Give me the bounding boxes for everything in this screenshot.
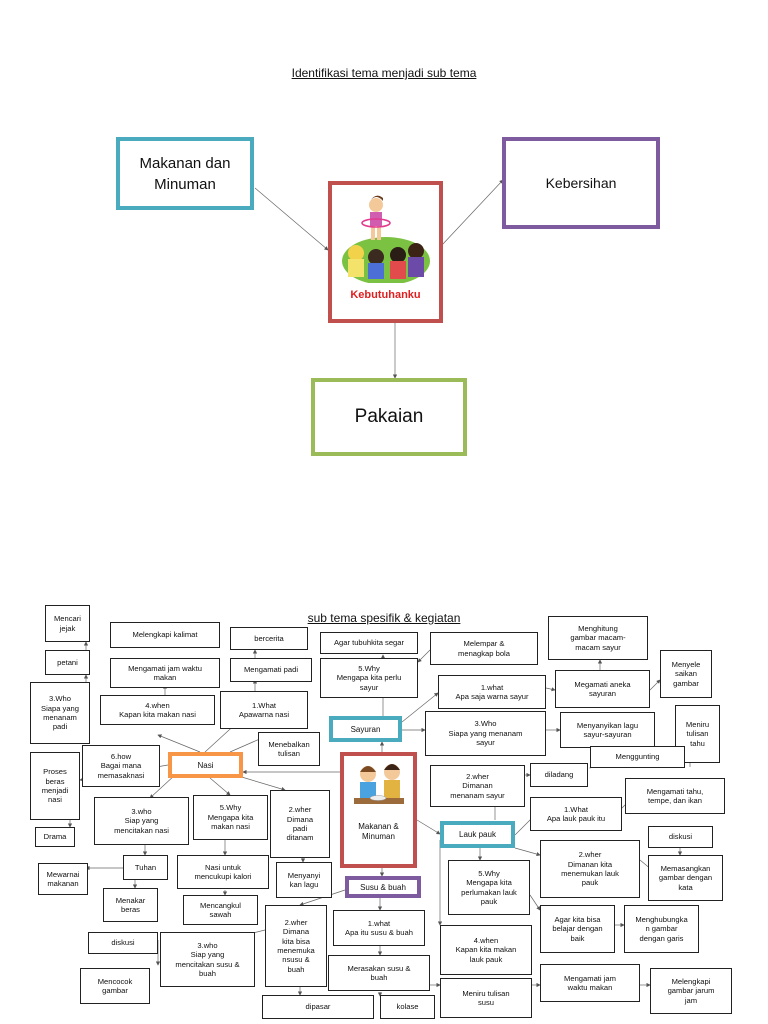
children-playing-illustration [342, 191, 430, 283]
node-melengkapi-jarum: Melengkapi gambar jarum jam [650, 968, 732, 1014]
node-menyanyikan-lagu: Menyanyikan lagu sayur-sayuran [560, 712, 655, 748]
node-what-warna-sayur: 1.what Apa saja warna sayur [438, 675, 546, 709]
node-who-menanam-padi: 3.Who Siapa yang menanam padi [30, 682, 90, 744]
kebutuhanku-box: Kebutuhanku [328, 181, 443, 323]
node-melengkapi-kalimat: Melengkapi kalimat [110, 622, 220, 648]
node-mewarnai: Mewarnai makanan [38, 863, 88, 895]
node-meniru-tulisan-susu: Meniru tulisan susu [440, 978, 532, 1018]
node-where-sayur: 2.wher Dimanan menanam sayur [430, 765, 525, 807]
node-when-lauk: 4.when Kapan kita makan lauk pauk [440, 925, 532, 975]
node-diskusi-left: diskusi [88, 932, 158, 954]
node-who-menanam-sayur: 3.Who Siapa yang menanam sayur [425, 711, 546, 756]
node-kolase: kolase [380, 995, 435, 1019]
node-mencangkul: Mencangkul sawah [183, 895, 258, 925]
node-menyanyi-lagu: Menyanyi kan lagu [276, 862, 332, 898]
node-what-lauk: 1.What Apa lauk pauk itu [530, 797, 622, 831]
node-petani: petani [45, 650, 90, 675]
lauk-pauk-box: Lauk pauk [440, 821, 515, 848]
kebutuhanku-label: Kebutuhanku [350, 289, 421, 301]
node-why-makan-nasi: 5.Why Mengapa kita makan nasi [193, 795, 268, 840]
node-mengamati-jam-right: Mengamati jam waktu makan [540, 964, 640, 1002]
node-mengamati-padi: Mengamati padi [230, 658, 312, 682]
node-who-mencitakan-nasi: 3.who Siap yang mencitakan nasi [94, 797, 189, 845]
node-where-susu: 2.wher Dimana kita bisa menemuka nsusu &… [265, 905, 327, 987]
node-mencocok: Mencocok gambar [80, 968, 150, 1004]
pakaian-box: Pakaian [311, 378, 467, 456]
node-agar-tubuh: Agar tubuhkita segar [320, 632, 418, 654]
node-where-padi: 2.wher Dimana padi ditanam [270, 790, 330, 858]
node-menghubungkan: Menghubungka n gambar dengan garis [624, 905, 699, 953]
node-nasi-kalori: Nasi untuk mencukupi kalori [177, 855, 269, 889]
node-proses-beras: Proses beras menjadi nasi [30, 752, 80, 820]
node-menyele: Menyele saikan gambar [660, 650, 712, 698]
sayuran-box: Sayuran [329, 716, 402, 742]
node-diladang: diladang [530, 763, 588, 787]
node-menakar-beras: Menakar beras [103, 888, 158, 922]
node-mengamati-tahu: Mengamati tahu, tempe, dan ikan [625, 778, 725, 814]
node-how-bagaimana: 6.how Bagai mana memasaknasi [82, 745, 160, 787]
top-title: Identifikasi tema menjadi sub tema [291, 66, 477, 80]
node-mencari-jejak: Mencari jejak [45, 605, 90, 642]
node-melempar: Melempar & menagkap bola [430, 632, 538, 665]
node-mengamati-sayuran: Megamati aneka sayuran [555, 670, 650, 708]
node-where-lauk: 2.wher Dimanan kita menemukan lauk pauk [540, 840, 640, 898]
kebersihan-box: Kebersihan [502, 137, 660, 229]
node-what-susu: 1.what Apa itu susu & buah [333, 910, 425, 946]
node-drama: Drama [35, 827, 75, 847]
node-who-susu: 3.who Siap yang mencitakan susu & buah [160, 932, 255, 987]
makanan-minuman-center-label: Makanan & Minuman [358, 822, 399, 842]
node-menebalkan: Menebalkan tulisan [258, 732, 320, 766]
node-why-sayur: 5.Why Mengapa kita perlu sayur [320, 658, 418, 698]
susu-buah-box: Susu & buah [345, 876, 421, 898]
node-mengamati-jam-makan: Mengamati jam waktu makan [110, 658, 220, 688]
node-what-warna-nasi: 1.What Apawarna nasi [220, 691, 308, 729]
node-agar-kita: Agar kita bisa belajar dengan baik [540, 905, 615, 953]
node-dipasar: dipasar [262, 995, 374, 1019]
children-eating-illustration [350, 760, 408, 812]
node-bercerita: bercerita [230, 627, 308, 650]
node-why-lauk: 5.Why Mengapa kita perlumakan lauk pauk [448, 860, 530, 915]
node-diskusi-right: diskusi [648, 826, 713, 848]
node-memasangkan: Memasangkan gambar dengan kata [648, 855, 723, 901]
node-tuhan: Tuhan [123, 855, 168, 880]
makanan-minuman-box: Makanan dan Minuman [116, 137, 254, 210]
node-merasakan-susu: Merasakan susu & buah [328, 955, 430, 991]
bottom-title: sub tema spesifik & kegiatan [307, 611, 461, 625]
nasi-box: Nasi [168, 752, 243, 778]
node-menggunting: Menggunting [590, 746, 685, 768]
makanan-minuman-center-box: Makanan & Minuman [340, 752, 417, 868]
node-when-kapan-nasi: 4.when Kapan kita makan nasi [100, 695, 215, 725]
node-menghitung: Menghitung gambar macam- macam sayur [548, 616, 648, 660]
